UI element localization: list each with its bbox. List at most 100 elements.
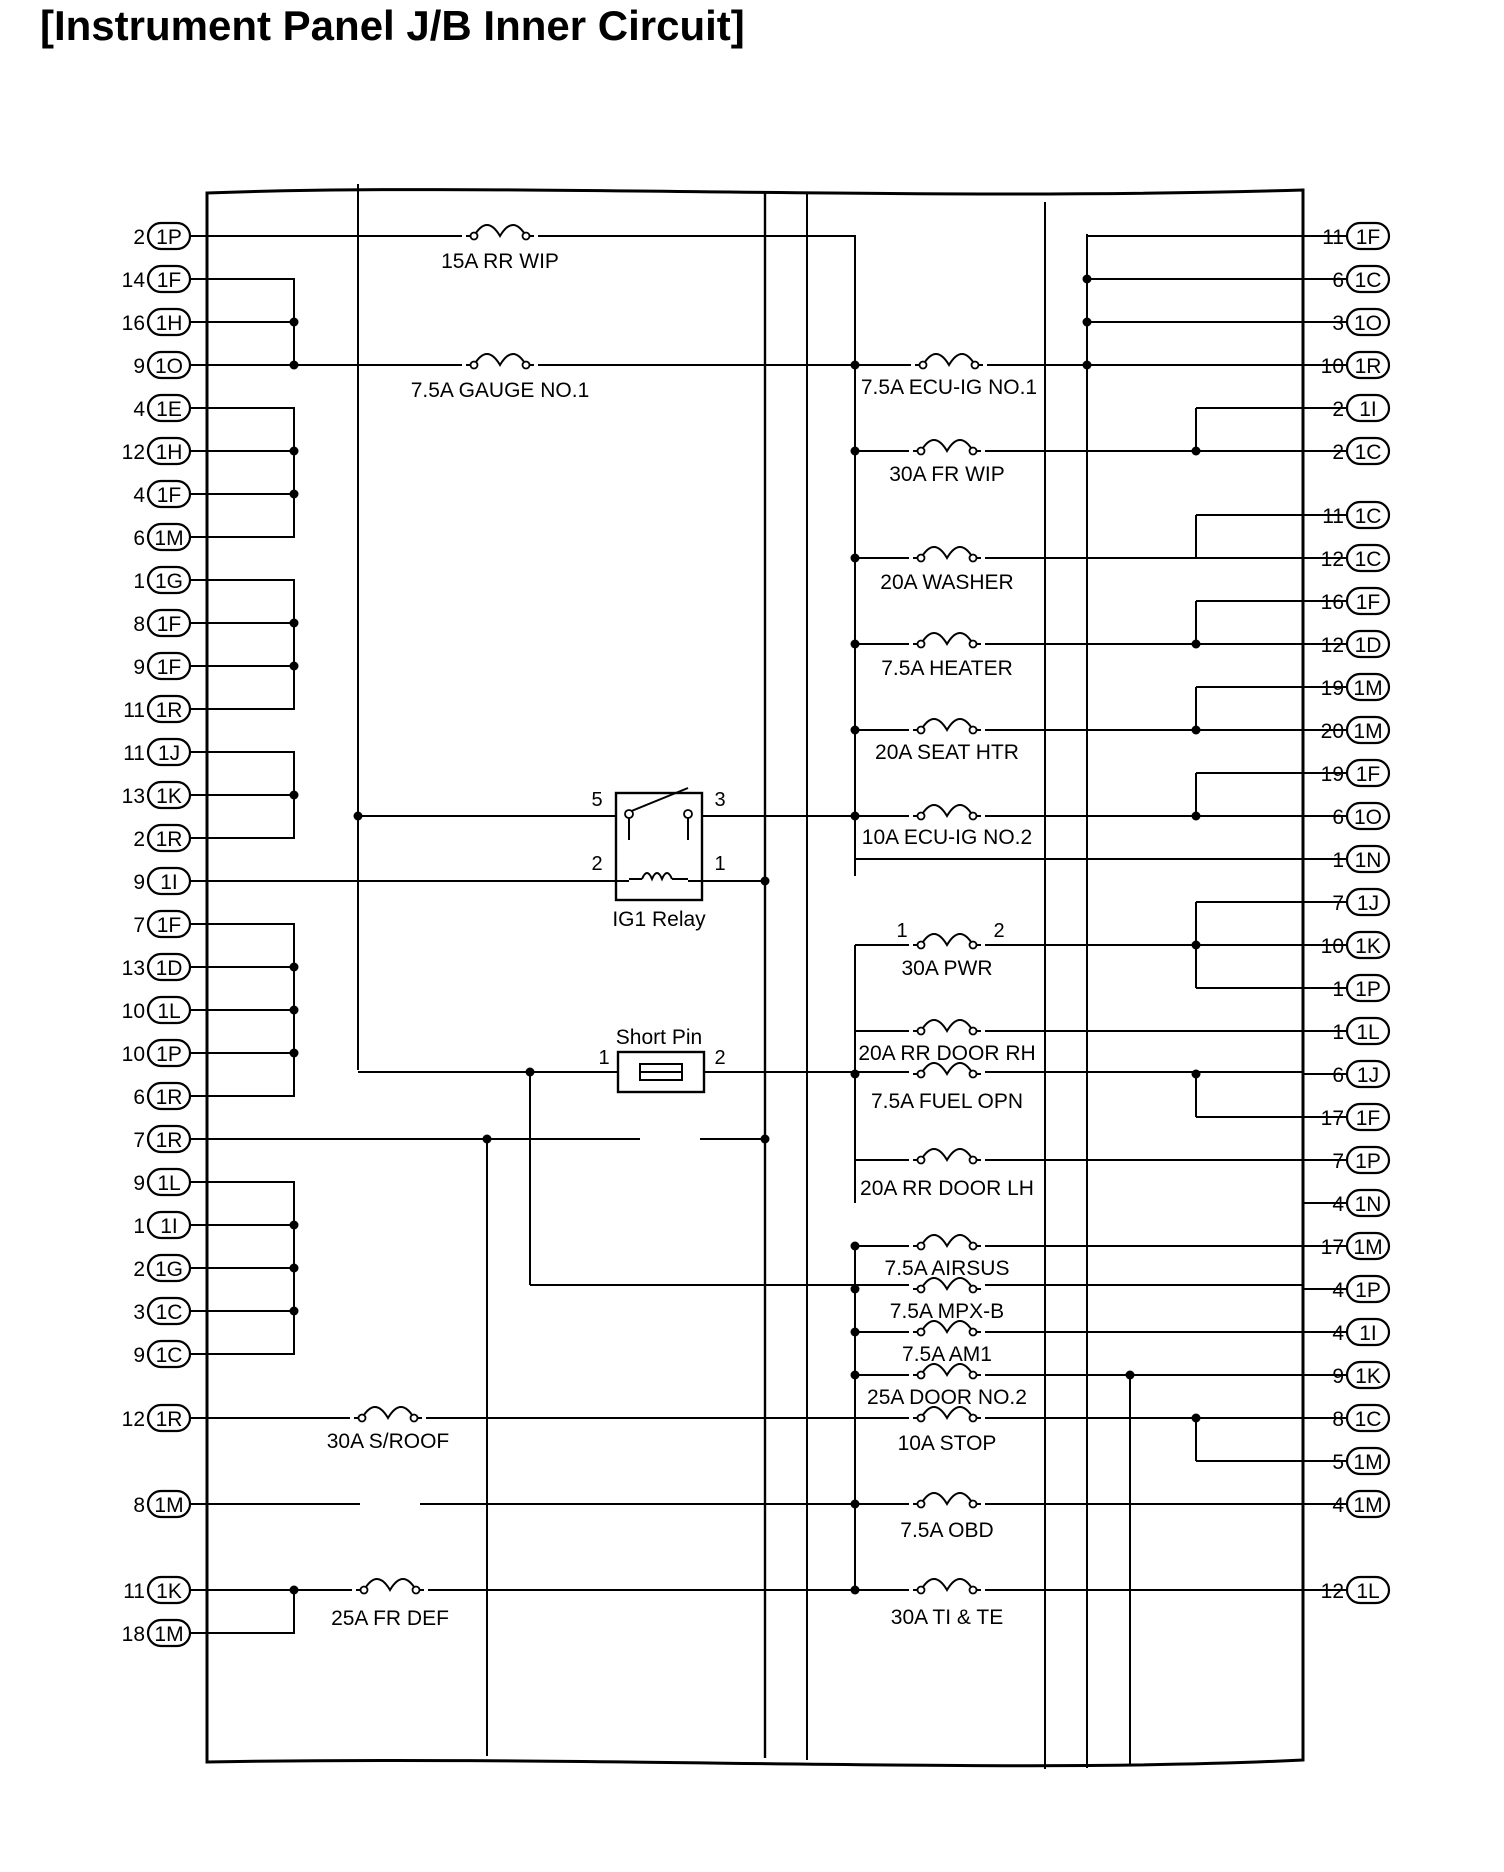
relay-pin-3: 3 — [714, 789, 725, 811]
junction-dot — [1191, 940, 1201, 950]
terminal-connector: 1I — [1359, 1322, 1377, 1345]
terminal-pin: 10 — [122, 1000, 145, 1023]
fuse-label-25a-fr-def: 25A FR DEF — [331, 1607, 449, 1630]
fuse-terminal — [968, 1413, 978, 1423]
fuse-link — [466, 224, 534, 238]
terminal-pin: 17 — [1321, 1236, 1344, 1259]
fuse-icon — [350, 1406, 426, 1428]
junction-dot — [289, 1263, 299, 1273]
fuse-icon — [909, 1363, 985, 1385]
fuse-terminal — [968, 639, 978, 649]
fuse-icon — [462, 353, 538, 375]
connector-oval — [146, 737, 192, 767]
fuse-icon — [909, 718, 985, 740]
connector-oval — [1345, 887, 1391, 917]
fuse-icon — [911, 353, 987, 375]
terminal-connector: 1O — [1354, 806, 1382, 829]
connector-oval — [1345, 1446, 1391, 1476]
junction-dot — [760, 1134, 770, 1144]
wire-segment — [207, 278, 295, 365]
connector-oval — [1345, 844, 1391, 874]
fuse-terminal — [970, 360, 980, 370]
terminal-pin: 12 — [1321, 548, 1344, 571]
fuse-label-7-5a-ecu-ig-no-1: 7.5A ECU-IG NO.1 — [861, 376, 1037, 399]
fuse-terminal — [357, 1413, 367, 1423]
vertical-buses — [357, 184, 1131, 1769]
fuse-terminal — [968, 1284, 978, 1294]
connector-oval — [146, 909, 192, 939]
connector-oval — [146, 221, 192, 251]
connector-oval — [146, 264, 192, 294]
connector-oval — [146, 608, 192, 638]
terminal-connector: 1F — [157, 484, 182, 507]
relay-pin-1: 1 — [714, 853, 725, 875]
fuse-label-7-5a-obd: 7.5A OBD — [900, 1519, 993, 1542]
page-title: [Instrument Panel J/B Inner Circuit] — [40, 2, 745, 49]
short-pin-box — [616, 1050, 706, 1094]
connector-oval — [146, 995, 192, 1025]
fuse-terminal — [968, 940, 978, 950]
connector-oval — [1345, 543, 1391, 573]
junction-dot — [289, 317, 299, 327]
terminal-pin: 5 — [1332, 1451, 1344, 1474]
terminal-connector: 1D — [1355, 634, 1382, 657]
terminal-pin: 2 — [133, 1258, 145, 1281]
terminal-connector: 1N — [1355, 849, 1382, 872]
fuse-terminal — [916, 1241, 926, 1251]
junction-dot — [1191, 1413, 1201, 1423]
connector-oval — [1345, 264, 1391, 294]
junction-dot — [289, 1585, 299, 1595]
fuse-symbols — [350, 224, 987, 1600]
terminal-connector: 1C — [156, 1301, 183, 1324]
fuse-terminal — [916, 1370, 926, 1380]
fuse-terminal — [968, 1241, 978, 1251]
junction-dot — [289, 790, 299, 800]
terminal-connector: 1M — [154, 1623, 183, 1646]
terminal-connector: 1C — [1355, 548, 1382, 571]
terminal-connector: 1F — [1356, 591, 1381, 614]
terminal-pin: 2 — [1332, 398, 1344, 421]
terminal-pin: 2 — [133, 226, 145, 249]
connector-oval — [146, 651, 192, 681]
fuse-terminal — [968, 725, 978, 735]
pwr-pin-1: 1 — [896, 920, 907, 942]
connector-oval — [1345, 1317, 1391, 1347]
fuse-label-7-5a-airsus: 7.5A AIRSUS — [885, 1257, 1010, 1280]
junction-dot — [289, 962, 299, 972]
junction-dot — [1191, 446, 1201, 456]
fuse-terminal — [916, 639, 926, 649]
fuse-terminal — [916, 1585, 926, 1595]
fuse-label-7-5a-am1: 7.5A AM1 — [902, 1343, 992, 1366]
short-pin-pin-2: 2 — [714, 1047, 725, 1069]
fuse-icon — [909, 1492, 985, 1514]
junction-dot — [289, 1306, 299, 1316]
connector-oval — [1345, 629, 1391, 659]
fuse-icon — [352, 1578, 428, 1600]
terminal-pin: 9 — [133, 1344, 145, 1367]
terminal-connector: 1F — [157, 613, 182, 636]
connector-oval — [146, 1489, 192, 1519]
terminal-pin: 8 — [133, 1494, 145, 1517]
terminal-pin: 1 — [1332, 849, 1344, 872]
terminal-pin: 19 — [1321, 677, 1344, 700]
terminal-pin: 1 — [133, 570, 145, 593]
connector-oval — [146, 350, 192, 380]
connector-oval — [146, 1296, 192, 1326]
connector-oval — [1345, 1575, 1391, 1605]
terminal-connector: 1J — [1357, 892, 1379, 915]
fuse-link — [913, 804, 981, 818]
connector-oval — [146, 1081, 192, 1111]
fuse-terminal — [916, 1284, 926, 1294]
connector-oval — [1345, 436, 1391, 466]
junction-dot — [289, 1048, 299, 1058]
terminal-pin: 9 — [1332, 1365, 1344, 1388]
